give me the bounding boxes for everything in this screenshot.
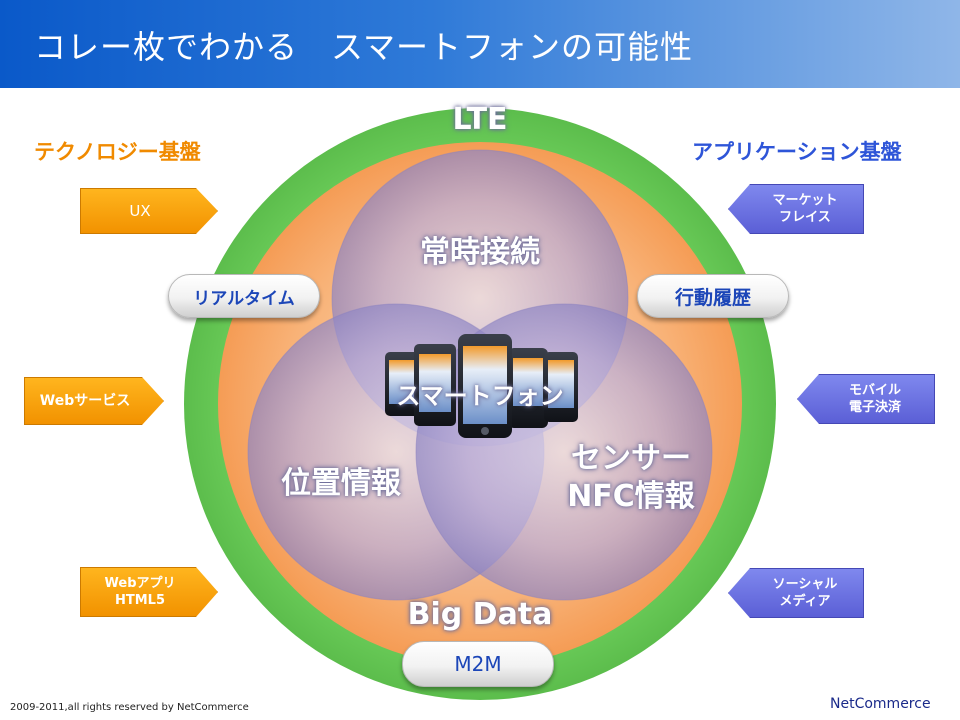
sensor-label-line2: NFC情報 bbox=[567, 479, 695, 514]
sensor-nfc-label: センサー NFC情報 bbox=[556, 440, 706, 516]
mobile-payment-tag: モバイル 電子決済 bbox=[797, 374, 935, 424]
social-media-tag: ソーシャル メディア bbox=[728, 568, 864, 618]
lte-label: LTE bbox=[452, 102, 508, 137]
location-info-label: 位置情報 bbox=[281, 466, 401, 501]
behavior-history-pill: 行動履歴 bbox=[637, 274, 789, 318]
smartphone-label: スマートフォン bbox=[396, 382, 564, 410]
always-connected-label: 常時接続 bbox=[420, 235, 540, 270]
brand-logo-text: NetCommerce bbox=[830, 696, 931, 712]
web-services-tag: Webサービス bbox=[24, 377, 164, 425]
ux-tag: UX bbox=[80, 188, 218, 234]
technology-platform-title: テクノロジー基盤 bbox=[34, 140, 201, 164]
webapp-html5-tag: Webアプリ HTML5 bbox=[80, 567, 218, 617]
m2m-pill: M2M bbox=[402, 641, 554, 687]
sensor-label-line1: センサー bbox=[571, 441, 691, 476]
big-data-label: Big Data bbox=[407, 597, 553, 632]
title-banner: コレー枚でわかる スマートフォンの可能性 bbox=[0, 0, 960, 88]
application-platform-title: アプリケーション基盤 bbox=[692, 140, 902, 164]
copyright-text: 2009-2011,all rights reserved by NetComm… bbox=[10, 702, 249, 713]
smartphones-image bbox=[385, 334, 578, 438]
marketplace-tag: マーケット フレイス bbox=[728, 184, 864, 234]
realtime-pill: リアルタイム bbox=[168, 274, 320, 318]
page-title: コレー枚でわかる スマートフォンの可能性 bbox=[34, 28, 694, 66]
